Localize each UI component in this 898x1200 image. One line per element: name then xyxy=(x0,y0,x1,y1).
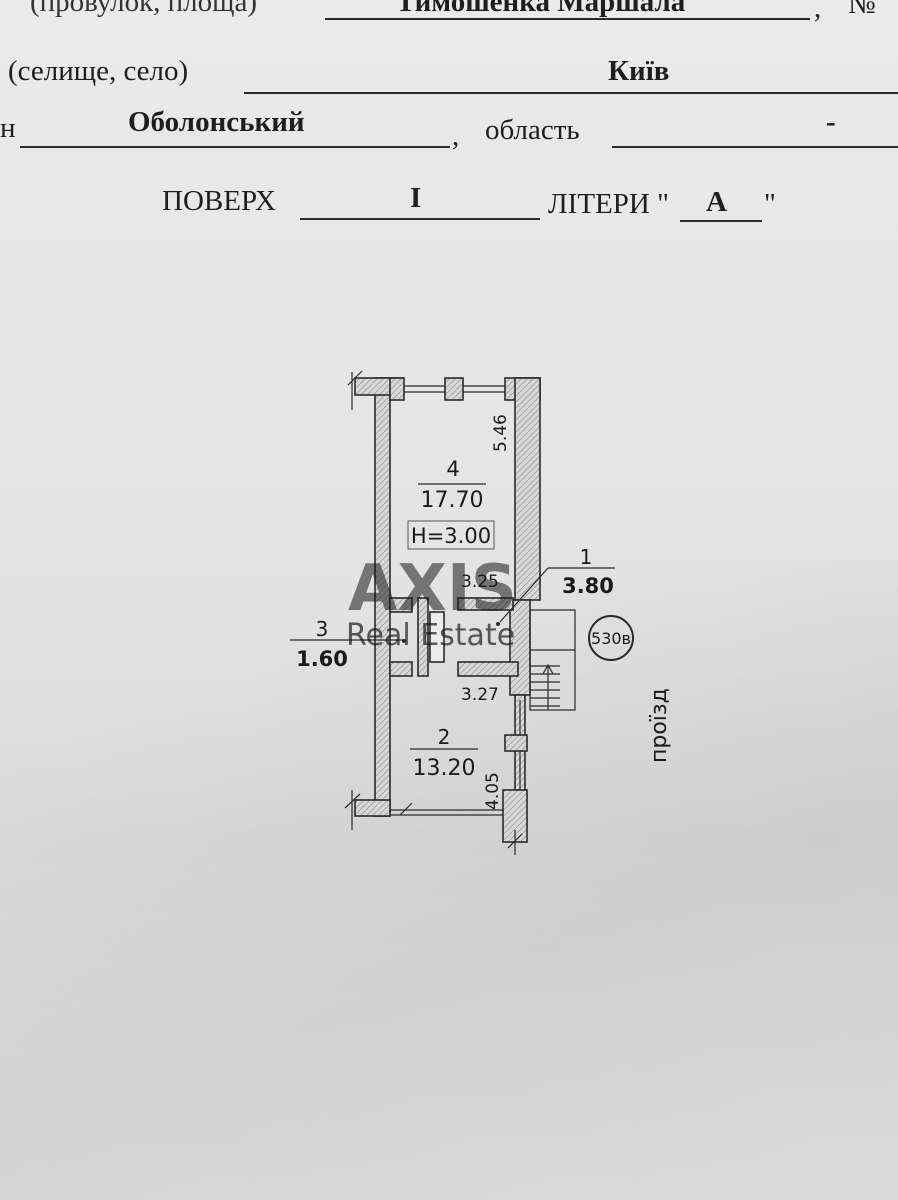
room1-number: 1 xyxy=(580,545,593,569)
walls xyxy=(354,377,541,843)
letter-value: А xyxy=(706,186,727,218)
floor-underline xyxy=(300,218,540,220)
dim-room4-width: 3.25 xyxy=(461,572,499,592)
street-caption: (провулок, площа) xyxy=(30,0,258,18)
region-caption: область xyxy=(485,114,580,146)
district-underline xyxy=(20,146,450,148)
watermark-brand: AXIS xyxy=(348,552,517,626)
street-side-label: проїзд xyxy=(647,688,672,763)
room4-number: 4 xyxy=(446,457,459,481)
region-value: - xyxy=(826,106,836,138)
street-value: Тимошенка Маршала xyxy=(396,0,686,18)
floor-caption: ПОВЕРХ xyxy=(162,185,276,217)
room1-area: 3.80 xyxy=(562,574,614,598)
region-underline xyxy=(612,146,898,148)
settlement-value: Київ xyxy=(608,55,670,87)
room3-number: 3 xyxy=(316,617,329,641)
room2-number: 2 xyxy=(438,725,451,749)
settlement-underline xyxy=(244,92,898,94)
room1-leader xyxy=(499,567,549,623)
settlement-caption: (селище, село) xyxy=(8,55,189,87)
letter-caption: ЛІТЕРИ " xyxy=(548,188,669,220)
number-label: № xyxy=(848,0,876,20)
dim-room2-length: 4.05 xyxy=(483,772,503,810)
watermark-sub: Real Estate xyxy=(346,618,515,653)
room3-area: 1.60 xyxy=(296,647,348,671)
room4-area: 17.70 xyxy=(421,488,484,513)
floor-value: I xyxy=(410,182,422,214)
room2-area: 13.20 xyxy=(413,756,476,781)
windows xyxy=(344,370,523,855)
street-underline xyxy=(325,18,810,20)
dim-room4-length: 5.46 xyxy=(491,414,511,452)
dim-room2-width: 3.27 xyxy=(461,685,499,705)
ceiling-height-label: H=3.00 xyxy=(411,524,491,548)
district-value: Оболонський xyxy=(128,106,305,138)
building-number: 530в xyxy=(591,629,631,648)
building-number-circle xyxy=(588,615,634,661)
entrance-porch xyxy=(529,609,576,711)
letter-underline xyxy=(680,220,762,222)
